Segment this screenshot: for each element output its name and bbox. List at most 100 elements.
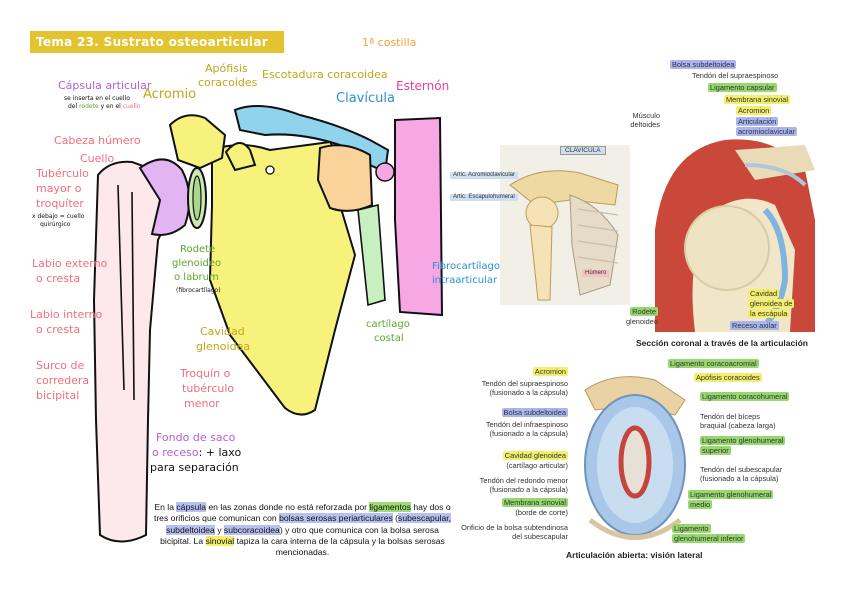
label-fibrocartilago-1: Fibrocartílago [432, 261, 500, 272]
label-membrana-lat-1: Membrana sinovial [501, 498, 568, 507]
label-biceps-2: braquial (cabeza larga) [700, 421, 776, 430]
label-cavidad-lat-1: Cavidad glenoidea [502, 451, 568, 460]
label-coracoides: coracoides [198, 76, 258, 89]
label-tuberculo-1: Tubérculo [36, 167, 89, 180]
label-membrana-sinovial-coronal: Membrana sinovial [724, 95, 791, 104]
label-cavidad-lat-2: (cartílago articular) [506, 461, 568, 470]
label-fondo-saco-4: para separación [150, 461, 239, 474]
label-apofisis-lateral: Apófisis coracoides [694, 373, 762, 382]
label-musculo-1: Músculo [632, 111, 660, 120]
label-clavicula: Clavícula [336, 91, 395, 106]
label-membrana-lat-2: (borde de corte) [515, 508, 568, 517]
label-orificio-1: Orificio de la bolsa subtendinosa [461, 523, 568, 532]
label-tendon-supra-coronal: Tendón del supraespinoso [692, 71, 779, 80]
label-subescapular-1: Tendón del subescapular [700, 465, 783, 474]
label-cavidad-2: glenoidea [196, 340, 251, 353]
label-tendon-redondo-2: (fusionado a la cápsula) [489, 485, 568, 494]
label-labio-externo-1: Labio externo [32, 257, 108, 270]
label-capsula: Cápsula articular [58, 79, 152, 92]
label-fondo-saco-1: Fondo de saco [156, 431, 236, 444]
label-tuberculo-note-2: quirúrgico [40, 221, 71, 228]
label-surco-3: bicipital [36, 389, 80, 402]
label-lig-gh-sup-2: superior [700, 446, 731, 455]
label-labio-interno-2: o cresta [36, 323, 81, 336]
glenoid-labrum-inner [192, 175, 202, 221]
label-clavicula-box: CLAVICULA [560, 146, 606, 156]
fibrocartilage-disc [375, 162, 395, 182]
label-musculo-2: deltoides [630, 120, 660, 129]
label-bolsa-subdeltoidea-coronal: Bolsa subdeltoidea [670, 60, 737, 69]
label-lig-gh-med-2: medio [688, 500, 713, 509]
explanatory-paragraph: En la cápsula en las zonas donde no está… [153, 502, 452, 558]
label-tendon-supra-lat-2: (fusionado a la cápsula) [489, 388, 568, 397]
label-lig-coracohumeral: Ligamento coracohumeral [700, 392, 790, 401]
label-surco-2: corredera [36, 374, 90, 387]
label-surco-1: Surco de [36, 359, 85, 372]
label-tuberculo-3: troquíter [36, 197, 84, 210]
label-tendon-infra-2: (fusionado a la cápsula) [489, 429, 568, 438]
first-rib [316, 144, 374, 212]
label-rodete-1: Rodete [180, 244, 216, 255]
coracoid-notch [265, 165, 275, 175]
label-cavidad-coronal-2: glenoidea de [748, 299, 795, 308]
label-lig-gh-inf-2: glenohumeral inferior [672, 534, 746, 543]
label-capsula-note: se inserta en el cuello [64, 95, 130, 102]
label-bolsa-subdeltoidea-lat: Bolsa subdeltoidea [501, 408, 568, 417]
label-tuberculo-note-1: x debajo = cuello [32, 213, 85, 220]
acromion [168, 114, 227, 170]
humerus-crest-line-2 [131, 191, 135, 401]
costal-cartilage [357, 203, 386, 307]
label-troquin-3: menor [184, 397, 220, 410]
label-primera-costilla: 1ª costilla [362, 36, 417, 49]
label-tendon-supra-lat-1: Tendón del supraespinoso [481, 379, 568, 388]
label-capsula-note-2: del rodete y en el cuello [68, 103, 141, 110]
label-acromio: Acromio [143, 87, 197, 102]
label-biceps-1: Tendón del bíceps [700, 412, 760, 421]
label-artic-acromio: Artic. Acromioclavicular [450, 172, 519, 179]
coracoid-process [224, 142, 257, 172]
label-troquin-1: Troquín o [180, 367, 231, 380]
label-rodete-coronal-2: glenoideo [625, 317, 658, 326]
label-tuberculo-2: mayor o [36, 182, 82, 195]
label-rodete-2: glenoideo [172, 258, 222, 269]
label-lig-gh-inf-1: Ligamento [672, 524, 711, 533]
label-cabeza-humero: Cabeza húmero [54, 134, 141, 147]
label-receso-axilar: Receso axilar [730, 321, 779, 330]
label-cuello: Cuello [80, 152, 115, 165]
label-cavidad-coronal-3: la escápula [748, 309, 790, 318]
label-lig-coracoacromial: Ligamento coracoacromial [668, 359, 759, 368]
label-cavidad-coronal-1: Cavidad [748, 289, 780, 298]
caption-lateral: Articulación abierta: visión lateral [566, 550, 703, 560]
label-rodete-3: o labrum [174, 272, 219, 283]
label-articulacion-2: acromioclavicular [736, 127, 798, 136]
humerus-shaft [92, 160, 177, 543]
label-acromion-coronal: Acromion [736, 106, 772, 115]
humerus-crest-line [117, 184, 125, 391]
label-cavidad-1: Cavidad [200, 325, 245, 338]
label-apofisis: Apófisis [205, 62, 248, 75]
sternum [394, 116, 444, 317]
label-esternon: Esternón [396, 79, 450, 93]
label-labio-externo-2: o cresta [36, 272, 81, 285]
label-rodete-coronal-1: Rodete [630, 307, 658, 316]
label-orificio-2: del subescapular [512, 532, 568, 541]
label-humero: Húmero [582, 270, 610, 277]
lateral-view-illustration [584, 376, 686, 540]
clavicle [233, 105, 390, 174]
caption-coronal: Sección coronal a través de la articulac… [636, 338, 808, 348]
page-title: Tema 23. Sustrato osteoarticular del hom… [30, 31, 284, 71]
middle-shoulder-illustration [500, 145, 630, 305]
label-ligamento-capsular: Ligamento capsular [708, 83, 777, 92]
label-troquin-2: tubérculo [182, 382, 235, 395]
label-rodete-4: (fibrocartílago) [176, 287, 221, 294]
label-fibrocartilago-2: intraarticular [432, 275, 498, 286]
label-acromion-lateral: Acromion [532, 367, 568, 376]
label-labio-interno-1: Labio interno [30, 308, 103, 321]
coronal-section-illustration [655, 139, 815, 332]
label-cartilago-2: costal [374, 333, 404, 344]
label-escotadura: Escotadura coracoidea [262, 68, 388, 81]
label-fondo-saco-2: o receso: + laxo [152, 446, 242, 459]
label-tendon-infra-1: Tendón del infraespinoso [485, 420, 568, 429]
label-articulacion-1: Articulación [736, 117, 779, 126]
